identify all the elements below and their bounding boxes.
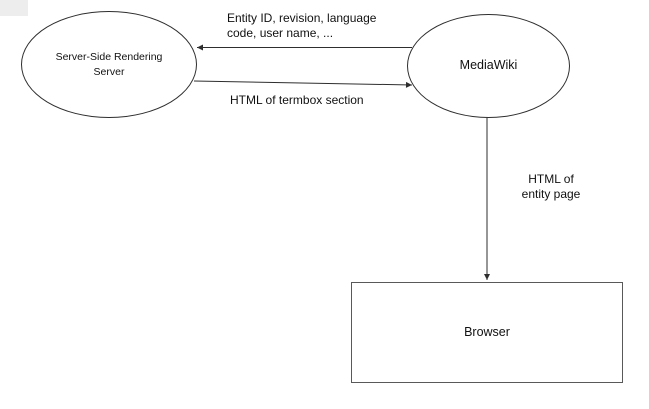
edge-label-request: Entity ID, revision, language code, user…	[227, 11, 377, 40]
corner-artifact	[0, 0, 28, 16]
node-ssr-server-label: Server-Side Rendering Server	[55, 50, 163, 78]
node-mediawiki-label: MediaWiki	[459, 58, 518, 73]
node-browser: Browser	[351, 282, 623, 383]
edge-label-termbox-response: HTML of termbox section	[230, 93, 364, 107]
edge-label-entity-page: HTML of entity page	[521, 172, 581, 201]
node-mediawiki: MediaWiki	[407, 14, 570, 118]
node-ssr-server: Server-Side Rendering Server	[21, 11, 197, 118]
node-browser-label: Browser	[464, 324, 510, 339]
arrow-ssr-to-mediawiki	[193, 80, 413, 88]
